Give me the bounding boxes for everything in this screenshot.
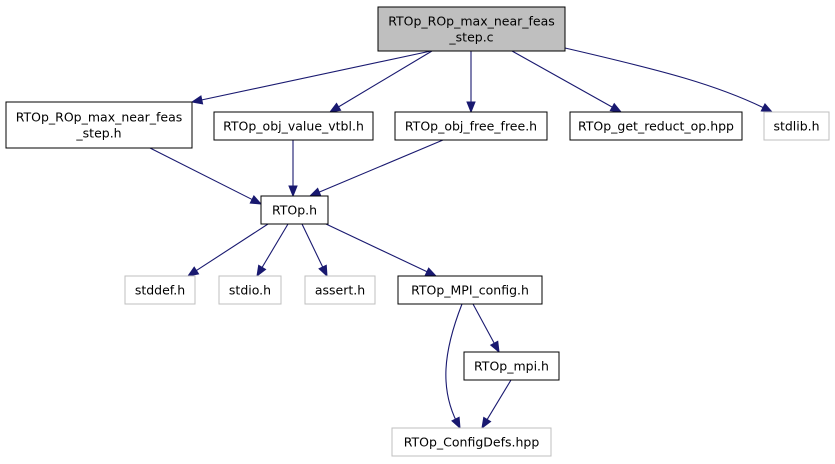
edge-value_vtbl-to-rtop_h	[288, 140, 298, 198]
arrow-head	[256, 264, 267, 278]
edge-line	[486, 379, 512, 421]
node-box	[213, 111, 374, 141]
node-box	[218, 275, 282, 305]
edge-mpi_config-to-mpi_h	[472, 303, 500, 354]
node-label: assert.h	[315, 283, 365, 298]
edge-root-to-get_reduct	[511, 50, 623, 113]
arrow-head	[249, 195, 263, 205]
edge-line	[564, 47, 773, 113]
arrow-head	[308, 187, 322, 197]
edge-mpi_config-to-configdefs	[445, 303, 463, 430]
edge-free_free-to-rtop_h	[308, 139, 444, 197]
node-rtop-h[interactable]: RTOp.h	[260, 195, 329, 225]
edge-line	[261, 223, 289, 269]
node-stdio: stdio.h	[218, 275, 282, 305]
node-label: RTOp_ROp_max_near_feas	[16, 110, 183, 125]
edge-line	[337, 50, 433, 108]
node-label: _step.h	[75, 126, 121, 141]
node-box	[397, 275, 543, 305]
node-box	[569, 111, 743, 141]
edges-layer	[149, 47, 774, 430]
edge-root-to-value_vtbl	[328, 50, 433, 113]
edge-line	[445, 303, 463, 429]
node-mpi-h[interactable]: RTOp_mpi.h	[463, 351, 560, 381]
node-box	[260, 195, 329, 225]
edge-root-to-step_h	[190, 50, 432, 105]
arrow-head	[760, 102, 774, 113]
edge-line	[195, 223, 269, 272]
arrow-head	[288, 185, 298, 198]
node-free-free[interactable]: RTOp_obj_free_free.h	[394, 111, 548, 141]
node-assert: assert.h	[304, 275, 376, 305]
arrow-head	[609, 102, 623, 113]
arrow-head	[466, 101, 476, 114]
nodes-layer: RTOp_ROp_max_near_feas_step.cRTOp_ROp_ma…	[5, 6, 830, 457]
node-step-h[interactable]: RTOp_ROp_max_near_feas_step.h	[5, 101, 193, 149]
node-box	[124, 275, 196, 305]
edge-line	[472, 303, 496, 345]
node-root[interactable]: RTOp_ROp_max_near_feas_step.c	[377, 6, 566, 52]
node-label: RTOp_get_reduct_op.hpp	[578, 119, 734, 134]
node-label: RTOp_obj_free_free.h	[405, 119, 537, 134]
arrow-head	[489, 340, 500, 354]
node-box	[394, 111, 548, 141]
arrow-head	[481, 416, 492, 430]
arrow-head	[186, 266, 200, 277]
node-label: _step.c	[448, 30, 493, 45]
edge-line	[200, 50, 432, 101]
node-box	[304, 275, 376, 305]
arrow-head	[424, 267, 438, 277]
edge-line	[301, 223, 324, 269]
node-box	[377, 6, 566, 52]
node-box	[463, 351, 560, 381]
edge-root-to-free_free	[466, 51, 476, 114]
node-label: RTOp_ROp_max_near_feas	[388, 14, 555, 29]
node-label: stddef.h	[135, 283, 185, 298]
node-box	[763, 111, 830, 141]
edge-rtop_h-to-mpi_config	[325, 223, 438, 277]
edge-line	[318, 139, 444, 194]
edge-rtop_h-to-stdio	[256, 223, 289, 278]
node-stdlib: stdlib.h	[763, 111, 830, 141]
arrow-head	[190, 95, 204, 105]
edge-root-to-stdlib	[564, 47, 774, 113]
node-label: RTOp_mpi.h	[474, 359, 549, 374]
node-get-reduct[interactable]: RTOp_get_reduct_op.hpp	[569, 111, 743, 141]
arrow-head	[318, 264, 328, 278]
node-label: RTOp_obj_value_vtbl.h	[223, 119, 364, 134]
arrow-head	[451, 416, 461, 430]
node-mpi-config[interactable]: RTOp_MPI_config.h	[397, 275, 543, 305]
arrow-head	[328, 102, 342, 113]
node-label: stdlib.h	[773, 119, 819, 134]
node-label: stdio.h	[229, 283, 271, 298]
edge-line	[325, 223, 429, 273]
node-configdefs: RTOp_ConfigDefs.hpp	[391, 427, 552, 457]
node-value-vtbl[interactable]: RTOp_obj_value_vtbl.h	[213, 111, 374, 141]
node-box	[391, 427, 552, 457]
node-label: RTOp_ConfigDefs.hpp	[404, 435, 540, 450]
node-box	[5, 101, 193, 149]
edge-step_h-to-rtop_h	[149, 147, 263, 205]
node-label: RTOp.h	[272, 203, 317, 218]
edge-line	[149, 147, 254, 201]
node-label: RTOp_MPI_config.h	[411, 283, 529, 298]
edge-rtop_h-to-assert	[301, 223, 328, 278]
edge-mpi_h-to-configdefs	[481, 379, 512, 430]
edge-rtop_h-to-stddef	[186, 223, 269, 277]
edge-line	[511, 50, 614, 109]
node-stddef: stddef.h	[124, 275, 196, 305]
